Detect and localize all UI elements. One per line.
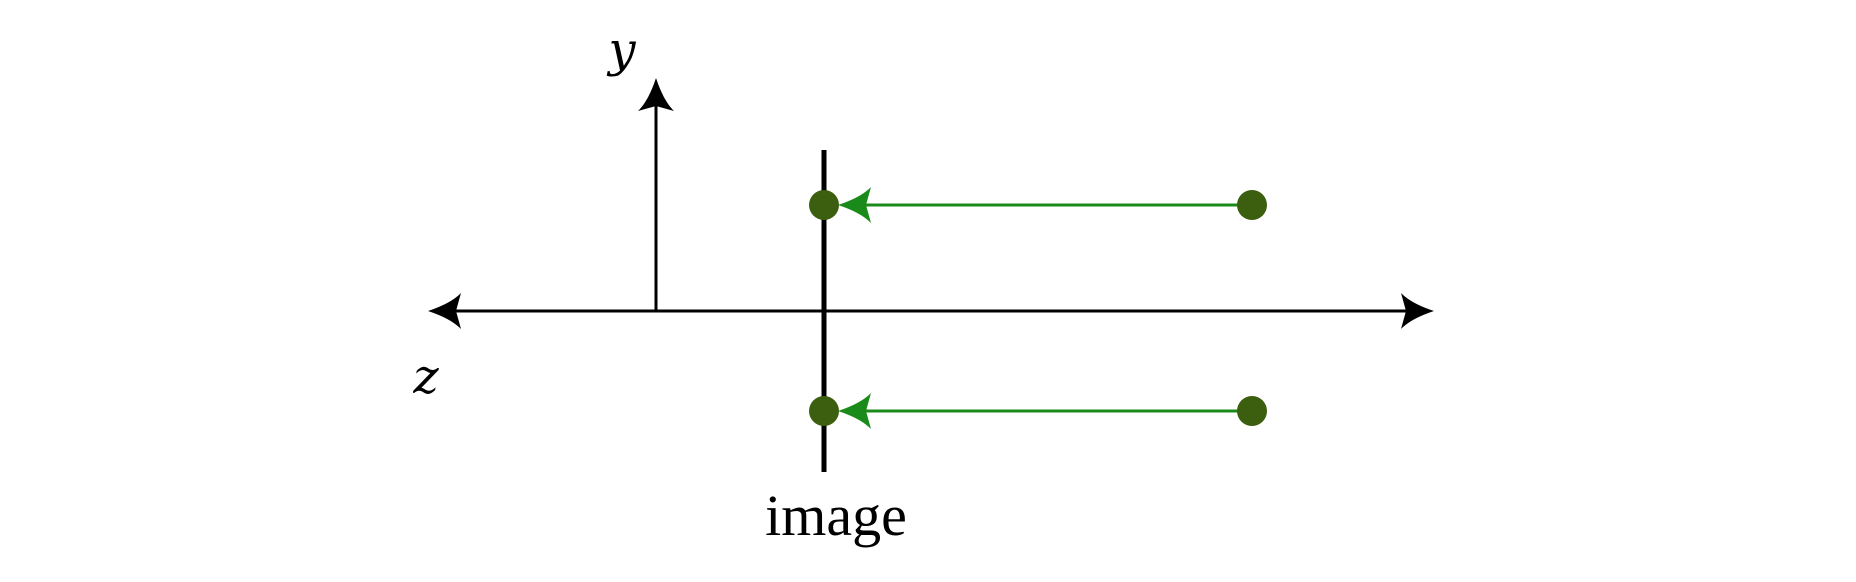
z-axis (428, 293, 1434, 329)
lower-ray-arrowhead (838, 393, 871, 429)
upper-ray-arrowhead (838, 187, 871, 223)
image-point-upper (809, 190, 839, 220)
source-point-upper (1237, 190, 1267, 220)
z-axis-label: z (412, 349, 439, 405)
y-axis-arrowhead (638, 78, 674, 111)
z-axis-arrowhead-left (428, 293, 461, 329)
image-point-lower (809, 396, 839, 426)
lower-ray (838, 393, 1252, 429)
image-plane-label: image (765, 483, 907, 548)
y-axis-label: y (606, 22, 636, 78)
y-axis (638, 78, 674, 311)
source-point-lower (1237, 396, 1267, 426)
upper-ray (838, 187, 1252, 223)
z-axis-arrowhead-right (1401, 293, 1434, 329)
